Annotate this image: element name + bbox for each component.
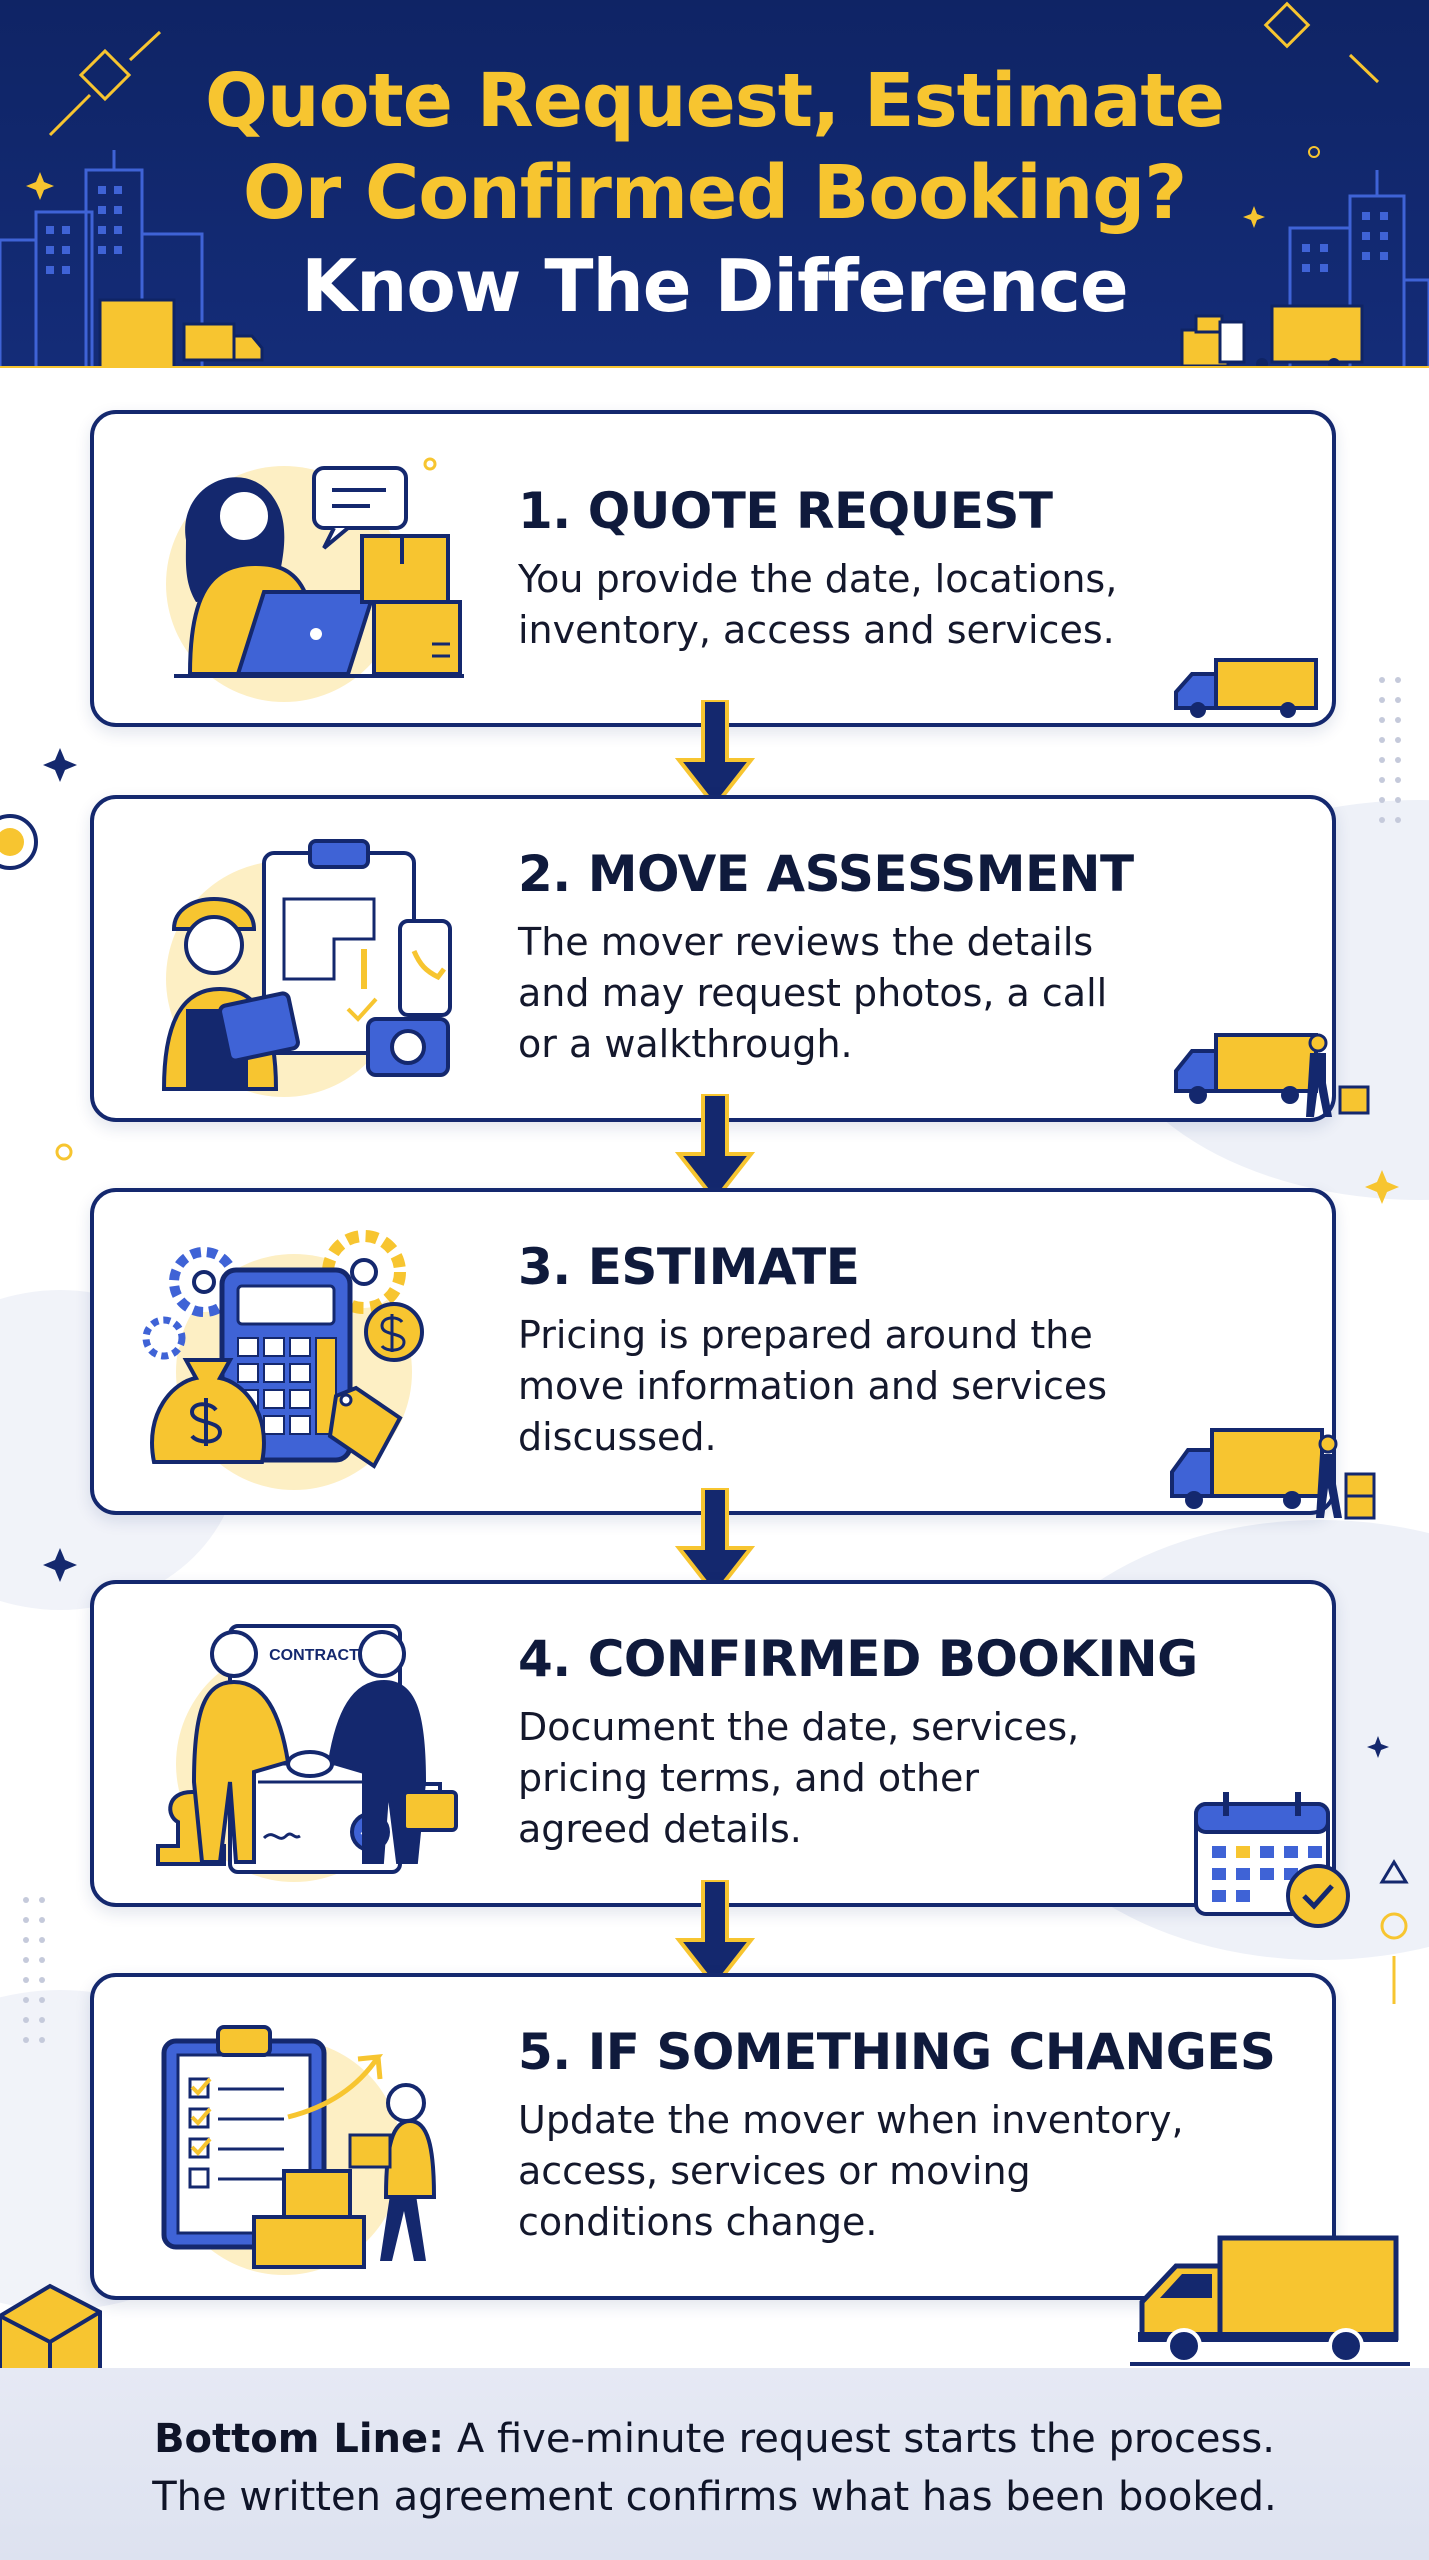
step-description: Document the date, services, pricing ter…: [518, 1705, 1080, 1851]
step-card-if-something-changes: 5. IF SOMETHING CHANGES Update the mover…: [90, 1973, 1336, 2300]
footer-line-2: The written agreement confirms what has …: [152, 2474, 1277, 2520]
contract-label: CONTRACT: [269, 1647, 359, 1664]
step-title: 2. MOVE ASSESSMENT: [518, 845, 1134, 903]
step-card-estimate: 3. ESTIMATE Pricing is prepared around t…: [90, 1188, 1376, 1520]
down-arrow-icon: [675, 1488, 755, 1598]
step-description: Pricing is prepared around the move info…: [518, 1313, 1108, 1459]
checklist-icon: [161, 2025, 437, 2275]
contract-handshake-icon: CONTRACT: [156, 1624, 458, 1882]
step-description: Update the mover when inventory, access,…: [518, 2098, 1184, 2244]
step-title: 4. CONFIRMED BOOKING: [518, 1630, 1198, 1688]
footer-bottom-line: Bottom Line: A five-minute request start…: [0, 2368, 1429, 2560]
down-arrow-icon: [675, 1880, 755, 1990]
down-arrow-icon: [675, 700, 755, 810]
title-line-1: Quote Request, Estimate: [205, 58, 1225, 144]
truck-with-mover-icon: [1170, 1428, 1376, 1520]
woman-laptop-icon: [166, 457, 464, 702]
step-card-confirmed-booking: CONTRACT 4. CONFIRMED BOOKING Document t…: [90, 1580, 1350, 1928]
footer-bold-label: Bottom Line:: [154, 2416, 445, 2462]
calculator-icon: [142, 1230, 424, 1490]
calendar-check-icon: [1194, 1792, 1350, 1928]
truck-with-mover-icon: [1174, 1033, 1370, 1117]
step-title: 5. IF SOMETHING CHANGES: [518, 2023, 1276, 2081]
step-description: You provide the date, locations, invento…: [518, 557, 1118, 652]
step-card-quote-request: 1. QUOTE REQUEST You provide the date, l…: [90, 410, 1336, 727]
large-truck-icon: [1130, 2235, 1410, 2366]
down-arrow-icon: [675, 1094, 755, 1204]
header-banner: Quote Request, Estimate Or Confirmed Boo…: [0, 0, 1429, 368]
step-description: The mover reviews the details and may re…: [518, 920, 1108, 1066]
title-line-2: Or Confirmed Booking?: [242, 150, 1187, 236]
truck-icon: [1174, 658, 1318, 718]
title-line-3: Know The Difference: [301, 244, 1128, 328]
mover-clipboard-icon: [161, 839, 452, 1097]
city-skyline-icon: [0, 1, 1429, 368]
step-title: 1. QUOTE REQUEST: [518, 482, 1053, 540]
step-title: 3. ESTIMATE: [518, 1238, 860, 1296]
step-card-move-assessment: 2. MOVE ASSESSMENT The mover reviews the…: [90, 795, 1370, 1122]
header-divider: [0, 366, 1429, 368]
footer-line-1: Bottom Line: A five-minute request start…: [154, 2416, 1275, 2462]
